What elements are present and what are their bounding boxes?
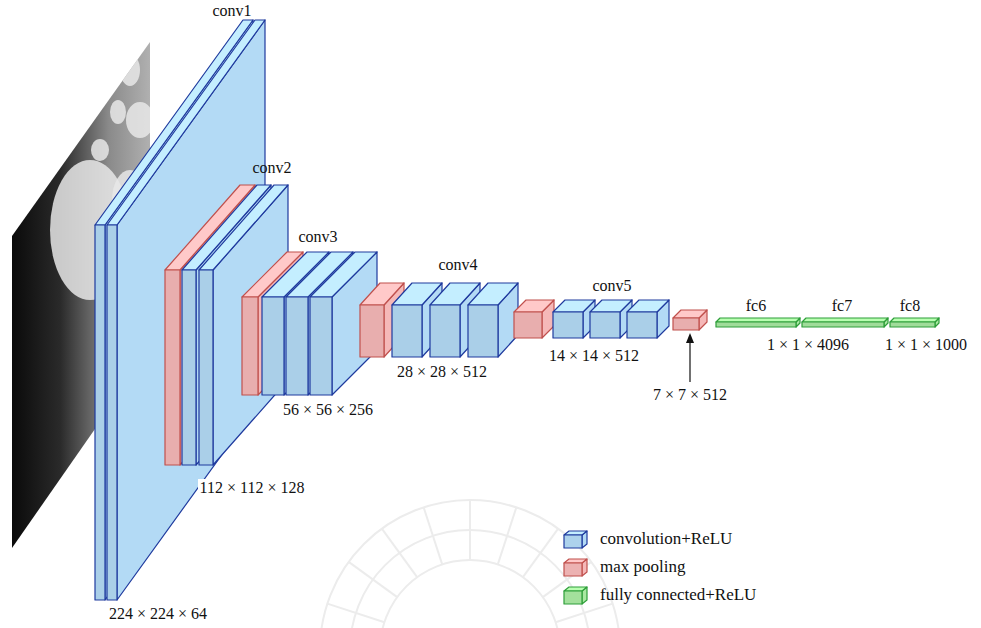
dimension-label: 28 × 28 × 512 (397, 363, 487, 381)
stage-name: conv5 (592, 277, 631, 295)
legend-entry: max pooling (562, 556, 685, 578)
legend-text: max pooling (600, 557, 685, 577)
legend-swatch (562, 584, 590, 606)
legend-entry: convolution+ReLU (562, 528, 732, 550)
stage-name: conv2 (252, 159, 291, 177)
watermark (320, 500, 620, 628)
dimension-label: 112 × 112 × 128 (198, 479, 307, 497)
dimension-label: 14 × 14 × 512 (549, 347, 639, 365)
conv-slab (590, 300, 632, 338)
conv-slab (468, 283, 518, 357)
dimension-label: 1 × 1 × 1000 (885, 336, 967, 354)
dimension-label: 224 × 224 × 64 (109, 605, 207, 623)
fc-bar (716, 318, 800, 327)
layer-name: fc8 (900, 297, 920, 315)
fc-bar (802, 318, 888, 327)
layer-name: fc7 (832, 297, 852, 315)
fc-bar (890, 318, 939, 327)
conv-slab (199, 185, 288, 465)
layer-stack (95, 20, 939, 600)
pool-slab (673, 310, 707, 330)
stage-name: conv3 (298, 228, 337, 246)
pointer-arrow (686, 333, 694, 382)
stage-name: conv1 (212, 2, 251, 20)
legend-text: convolution+ReLU (600, 529, 732, 549)
conv-slab (553, 300, 595, 338)
dimension-label: 56 × 56 × 256 (283, 401, 373, 419)
legend-swatch (562, 556, 590, 578)
stage-name: conv4 (438, 256, 477, 274)
dimension-label: 7 × 7 × 512 (653, 386, 727, 404)
legend-entry: fully connected+ReLU (562, 584, 756, 606)
legend-text: fully connected+ReLU (600, 585, 756, 605)
legend-swatch (562, 528, 590, 550)
conv-slab (627, 300, 669, 338)
pool-slab (514, 300, 554, 338)
layer-name: fc6 (746, 297, 766, 315)
dimension-label: 1 × 1 × 4096 (767, 336, 849, 354)
